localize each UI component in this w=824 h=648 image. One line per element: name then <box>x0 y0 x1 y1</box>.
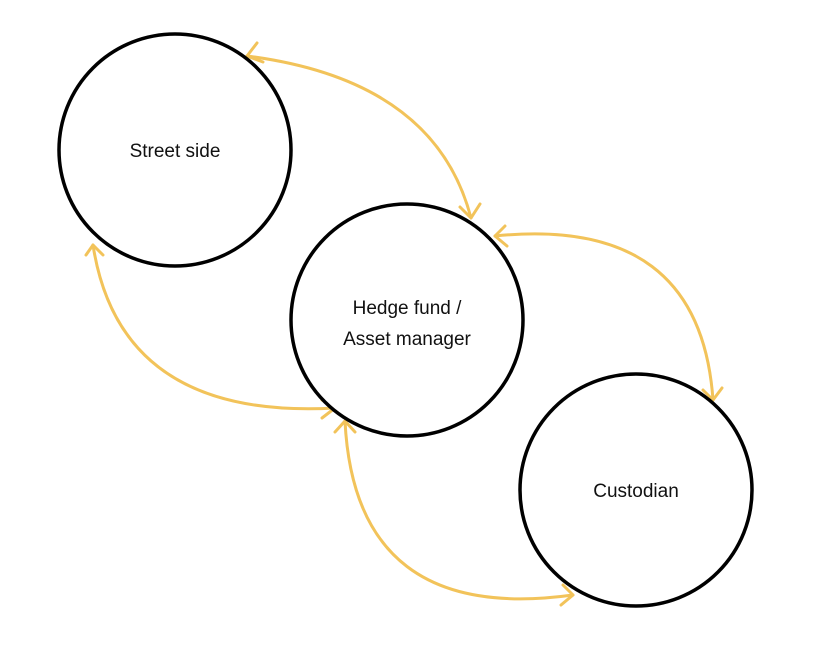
arrow-street-to-fund-lower <box>91 243 337 411</box>
arrowhead-custodian-lower <box>559 583 575 607</box>
hedge-fund-circle <box>289 202 525 438</box>
arrow-fund-to-custodian-lower <box>343 419 575 601</box>
node-street-side: Street side <box>57 32 293 268</box>
arrowhead-street-lower <box>84 243 105 257</box>
arrow-street-to-fund-upper <box>245 54 473 220</box>
arrowhead-fund-upper <box>458 202 482 220</box>
arrowhead-fund-upper-right <box>493 224 509 248</box>
custodian-label: Custodian <box>593 481 679 502</box>
custodian-circle <box>518 372 754 608</box>
street-side-circle <box>57 32 293 268</box>
street-side-label: Street side <box>130 141 221 162</box>
arrowhead-fund-lower <box>333 419 357 434</box>
node-hedge-fund: Hedge fund / Asset manager <box>289 202 525 438</box>
arrowhead-custodian-upper <box>701 386 724 402</box>
arrow-fund-to-custodian-upper <box>493 232 715 402</box>
arrowhead-street-upper <box>245 41 265 64</box>
hedge-fund-label-line1: Hedge fund / <box>353 298 463 319</box>
hedge-fund-label-line2: Asset manager <box>343 329 471 350</box>
node-custodian: Custodian <box>518 372 754 608</box>
